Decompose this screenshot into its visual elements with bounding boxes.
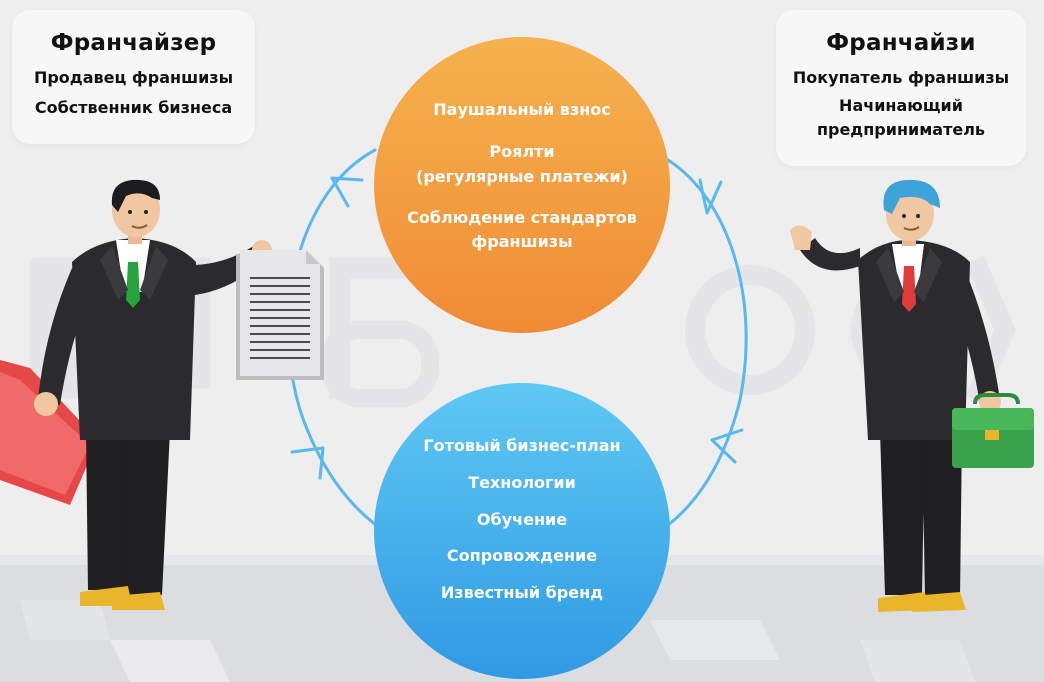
arrow-head-bl [290, 446, 325, 480]
item-known-brand: Известный бренд [440, 583, 604, 602]
franchisor-benefits-circle: Готовый бизнес-план Технологии Обучение … [374, 383, 670, 679]
franchisor-line-seller: Продавец франшизы [33, 68, 234, 87]
item-royalty-note: (регулярные платежи) [416, 167, 628, 186]
item-support: Сопровождение [446, 546, 598, 565]
franchisee-title: Франчайзи [826, 30, 976, 56]
franchisor-line-owner: Собственник бизнеса [34, 98, 233, 117]
item-technologies: Технологии [468, 473, 576, 492]
item-lump-sum-fee: Паушальный взнос [433, 100, 611, 119]
arrow-head-br [710, 428, 744, 464]
red-folder [0, 360, 98, 505]
franchisee-line-entrepreneur: предприниматель [816, 120, 986, 139]
arrow-head-tr [698, 178, 723, 215]
franchisee-line-beginning: Начинающий [839, 96, 963, 115]
arrow-right-path [666, 158, 748, 527]
franchisee-obligations-circle: Паушальный взнос Роялти (регулярные плат… [374, 37, 670, 333]
item-standards: Соблюдение стандартов [407, 208, 637, 227]
franchisee-figure [790, 179, 1034, 612]
arrow-head-tl [330, 176, 364, 208]
document-icon [236, 250, 324, 380]
franchisee-line-buyer: Покупатель франшизы [792, 68, 1010, 87]
green-briefcase [952, 393, 1034, 468]
franchisor-bubble: Франчайзер Продавец франшизы Собственник… [12, 10, 255, 144]
item-royalty: Роялти [489, 142, 555, 161]
item-business-plan: Готовый бизнес-план [423, 436, 621, 455]
franchisor-title: Франчайзер [50, 30, 217, 56]
item-training: Обучение [476, 510, 568, 529]
item-standards-cont: франшизы [471, 232, 573, 251]
franchisor-figure [0, 179, 272, 610]
franchisee-bubble: Франчайзи Покупатель франшизы Начинающий… [776, 10, 1026, 166]
